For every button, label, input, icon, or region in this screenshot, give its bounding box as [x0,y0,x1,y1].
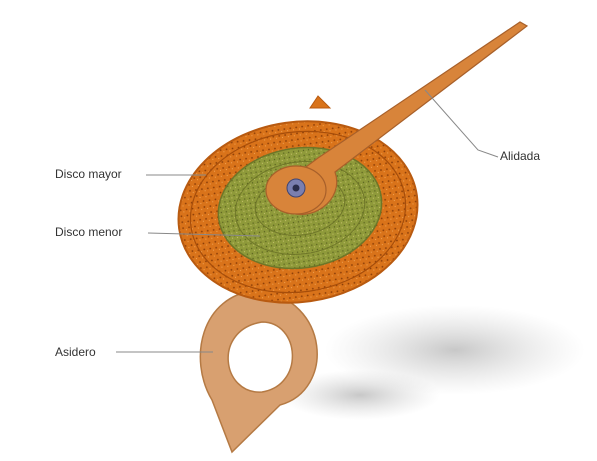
label-disco-mayor: Disco mayor [55,167,122,181]
label-disco-menor: Disco menor [55,225,122,239]
asidero-shape [200,290,317,452]
label-asidero: Asidero [55,345,96,359]
label-alidada: Alidada [500,149,540,163]
disco-mayor-tab [310,96,330,108]
leader-alidada [425,90,498,157]
center-pin-hole [293,185,300,192]
